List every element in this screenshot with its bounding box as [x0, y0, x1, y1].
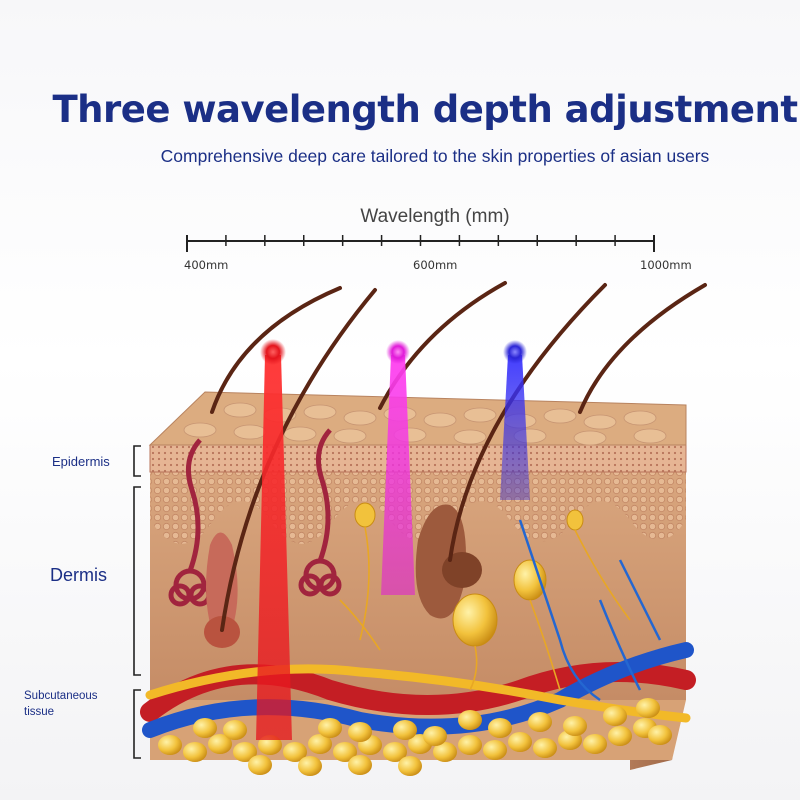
fat-cell: [508, 732, 532, 752]
fat-cell: [233, 742, 257, 762]
wavelength-ruler: [186, 235, 655, 252]
hair-follicle-left: [204, 532, 240, 648]
fat-cell: [158, 735, 182, 755]
wavelength-scale-title: Wavelength (mm): [360, 206, 510, 227]
fat-cell: [483, 740, 507, 760]
subcutaneous-label-line2: tissue: [24, 706, 55, 718]
fat-cell: [603, 706, 627, 726]
dermis-label: Dermis: [50, 565, 107, 585]
fat-cell: [333, 742, 357, 762]
fat-cell: [308, 734, 332, 754]
epidermis-layer: [149, 444, 687, 473]
fat-cell: [283, 742, 307, 762]
fat-cell: [608, 726, 632, 746]
capillaries: [518, 519, 662, 702]
fat-cell: [528, 712, 552, 732]
vein-blue: [142, 642, 694, 738]
sweat-gland-center: [298, 428, 342, 597]
fat-cell: [563, 716, 587, 736]
subcutaneous-label-line1: Subcutaneous: [24, 690, 98, 702]
fat-cell: [458, 735, 482, 755]
fat-cell: [208, 734, 232, 754]
fat-cell: [423, 726, 447, 746]
fat-cell: [636, 698, 660, 718]
fat-cell: [398, 756, 422, 776]
red-light-beam: [256, 339, 292, 740]
fat-cell: [183, 742, 207, 762]
fat-cell: [393, 720, 417, 740]
nerve-endings: [354, 502, 584, 647]
fat-cell: [298, 756, 322, 776]
fat-cell: [583, 734, 607, 754]
fat-cells: [158, 698, 672, 776]
page-subtitle: Comprehensive deep care tailored to the …: [160, 146, 710, 166]
fat-cell: [318, 718, 342, 738]
page-title: Three wavelength depth adjustment: [52, 88, 798, 131]
fat-cell: [488, 718, 512, 738]
fat-cell: [383, 742, 407, 762]
fat-cell: [533, 738, 557, 758]
fat-cell: [348, 722, 372, 742]
fat-cell: [223, 720, 247, 740]
magenta-light-beam: [381, 340, 415, 595]
epidermis-label: Epidermis: [52, 454, 110, 469]
fat-cell: [648, 725, 672, 745]
fat-cell: [248, 755, 272, 775]
fat-cell: [193, 718, 217, 738]
fat-cell: [458, 710, 482, 730]
tick-label-1000: 1000mm: [640, 258, 692, 272]
fat-cell: [433, 742, 457, 762]
nerve-fibers: [339, 526, 631, 691]
tick-label-600: 600mm: [413, 258, 458, 272]
layer-brackets: [133, 445, 141, 759]
blue-light-beam: [500, 340, 530, 500]
fat-cell: [348, 755, 372, 775]
tick-label-400: 400mm: [184, 258, 229, 272]
